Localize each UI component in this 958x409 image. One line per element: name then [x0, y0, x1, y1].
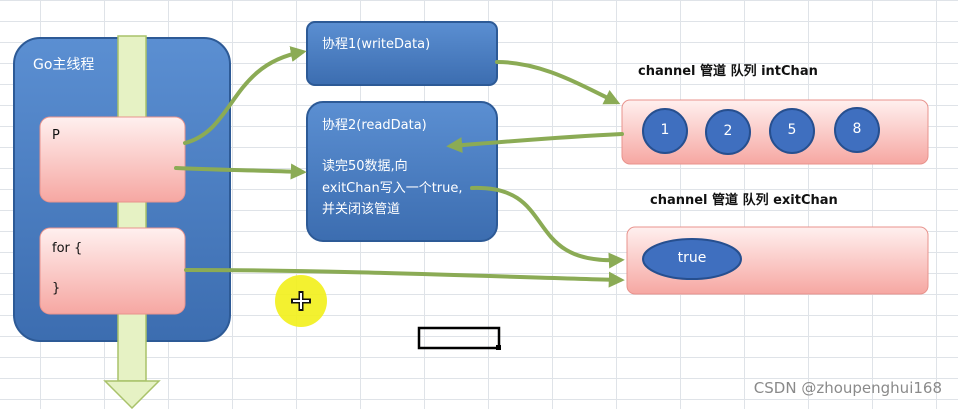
- selection-rectangle: [417, 326, 501, 350]
- main-thread-title: Go主线程: [33, 57, 95, 73]
- intchan-item-4: [834, 107, 880, 153]
- arrow-goroutine1-to-intchan: [495, 60, 621, 105]
- watermark: CSDN @zhoupenghui168: [753, 379, 942, 397]
- cursor-highlight: [275, 275, 327, 327]
- exitchan-value-label: true: [677, 250, 707, 266]
- arrow-intchan-to-goroutine2: [446, 132, 624, 154]
- goroutine1-box: [306, 21, 498, 86]
- selection-handle: [496, 345, 501, 350]
- arrow-p-to-goroutine2: [174, 163, 307, 180]
- p-block-label: P: [52, 128, 60, 143]
- p-block-box: [39, 116, 186, 203]
- goroutine2-desc-3: 并关闭该管道: [322, 202, 401, 217]
- intchan-item-3-label: 5: [787, 122, 797, 138]
- arrow-p-to-goroutine1: [183, 46, 307, 145]
- thread-timeline-arrow: [103, 35, 161, 409]
- exitchan-title: channel 管道 队列 exitChan: [650, 193, 838, 208]
- goroutine2-desc-1: 读完50数据,向: [322, 159, 408, 174]
- intchan-item-4-label: 8: [852, 121, 862, 137]
- for-close-label: }: [52, 281, 61, 296]
- for-open-label: for {: [52, 241, 83, 256]
- exitchan-true-item: [642, 238, 742, 280]
- arrow-for-to-exitchan: [184, 268, 625, 288]
- intchan-title: channel 管道 队列 intChan: [638, 64, 818, 79]
- intchan-item-1-label: 1: [660, 122, 670, 138]
- intchan-item-1: [642, 108, 688, 154]
- arrow-goroutine2-to-exitchan: [470, 185, 625, 269]
- intchan-item-2-label: 2: [723, 123, 733, 139]
- goroutine2-desc-2: exitChan写入一个true,: [322, 181, 463, 196]
- goroutine2-box: [306, 101, 498, 242]
- goroutine1-title: 协程1(writeData): [322, 37, 431, 52]
- goroutine2-title: 协程2(readData): [322, 118, 427, 133]
- intchan-item-3: [769, 108, 815, 154]
- intchan-item-2: [705, 109, 751, 155]
